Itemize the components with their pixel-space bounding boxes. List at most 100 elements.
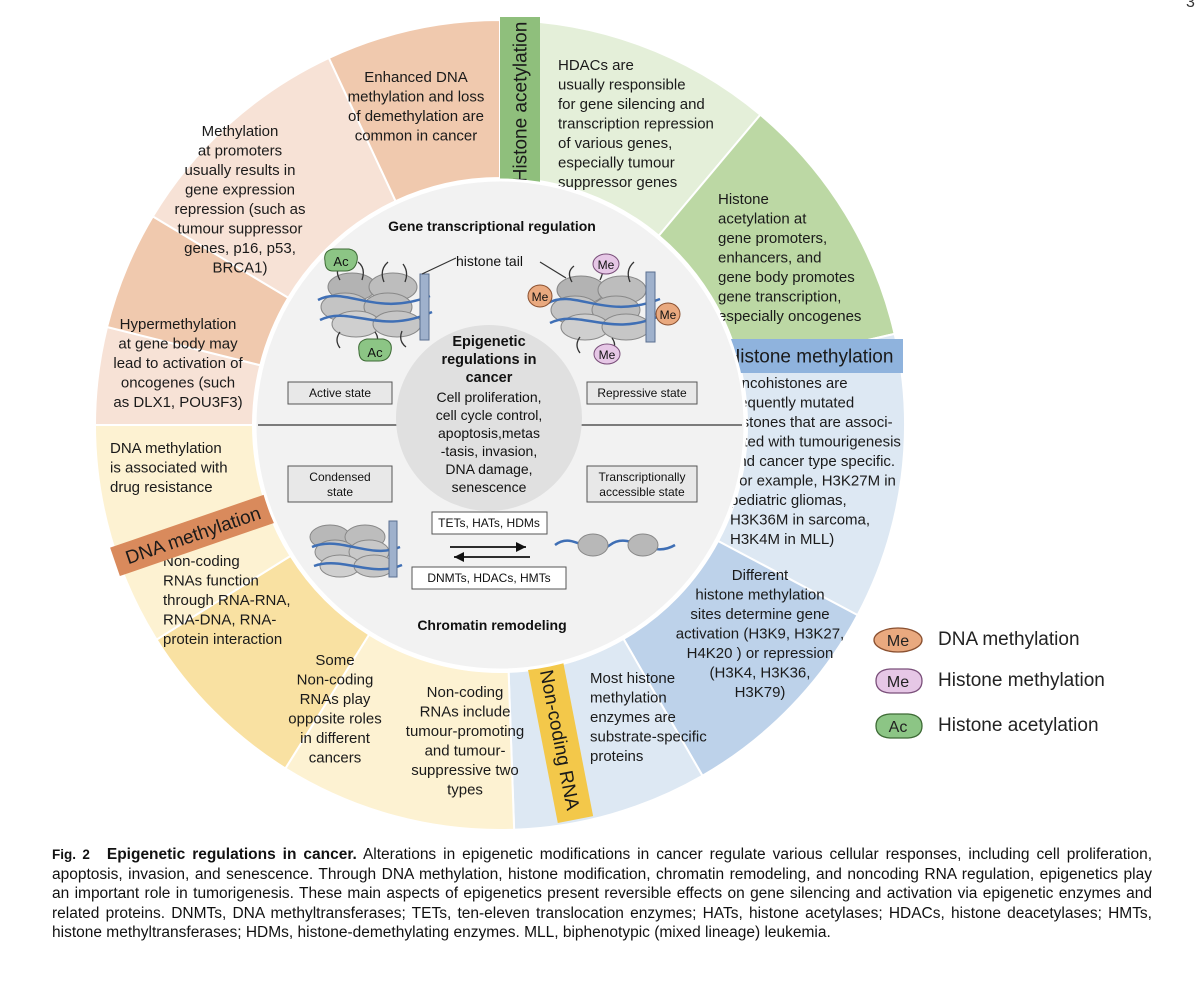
segment-text-line: (H3K4, H3K36, xyxy=(710,665,811,682)
segment-text-line: acetylation at xyxy=(718,211,807,228)
condensed-state-label: Condensed xyxy=(309,470,370,484)
page-number: 3 xyxy=(1186,0,1195,11)
repressive-nucleosome-illustration xyxy=(539,261,663,355)
segment-text-line: enzymes are xyxy=(590,709,676,726)
svg-text:Me: Me xyxy=(887,633,909,650)
segment-text-line: tumour-promoting xyxy=(406,723,524,740)
center-title: Epigenetic regulations in cancer xyxy=(441,334,536,386)
accessible-state-label: accessible state xyxy=(599,485,685,499)
accessible-state-box: Transcriptionally accessible state xyxy=(586,465,698,503)
svg-text:Ac: Ac xyxy=(889,719,908,736)
segment-text-line: enhancers, and xyxy=(718,250,821,267)
segment-text-line: RNAs function xyxy=(163,573,259,590)
segment-text-line: Non-coding xyxy=(297,672,374,689)
segment-text-line: Most histone xyxy=(590,670,675,687)
segment-text-line: pediatric gliomas, xyxy=(730,492,847,509)
segment-text-line: methylation and loss xyxy=(348,89,485,106)
segment-text-line: in different xyxy=(300,730,371,747)
me-mark-label: Me xyxy=(599,348,616,362)
segment-text-line: RNAs include xyxy=(420,704,511,721)
segment-text-line: RNA-DNA, RNA- xyxy=(163,612,276,629)
repressive-state-label: Repressive state xyxy=(597,386,687,400)
segment-text-line: as DLX1, POU3F3) xyxy=(113,394,242,411)
segment-text-line: Methylation xyxy=(202,123,279,140)
legend-label: Histone methylation xyxy=(938,670,1105,691)
histone-methylation-band-label: Histone methylation xyxy=(727,347,894,368)
me-dna-mark-left: Me xyxy=(527,284,553,308)
top-title: Gene transcriptional regulation xyxy=(388,218,596,234)
me-dna-icon: Me xyxy=(873,627,923,653)
figure-caption: Fig. 2 Epigenetic regulations in cancer.… xyxy=(52,845,1152,943)
segment-text-line: gene transcription, xyxy=(718,289,841,306)
noncoding-rna-band: Non-coding RNA xyxy=(526,657,594,823)
center-title-line: cancer xyxy=(466,370,513,386)
histone-acetylation-band: Histone acetylation xyxy=(500,17,540,187)
bottom-title: Chromatin remodeling xyxy=(417,617,566,633)
segment-text-line: lead to activation of xyxy=(113,355,243,372)
histone-acetylation-band-label: Histone acetylation xyxy=(511,22,532,183)
condensed-state-label: state xyxy=(327,485,353,499)
forward-enzymes-label: TETs, HATs, HDMs xyxy=(438,516,540,530)
segment-text-line: usually results in xyxy=(185,162,296,179)
me-histone-icon: Me xyxy=(875,668,923,694)
center-body-line: Cell proliferation, xyxy=(436,389,541,405)
segment-text-line: H4K20 ) or repression xyxy=(687,645,834,662)
legend-item-histone-methylation: Me Histone methylation xyxy=(872,666,1105,696)
segment-text-line: sites determine gene xyxy=(690,606,829,623)
segment-text-line: gene expression xyxy=(185,182,295,199)
center-body-line: senescence xyxy=(452,479,527,495)
segment-text-line: oncogenes (such xyxy=(121,375,235,392)
active-state-box: Active state xyxy=(287,381,393,405)
active-nucleosome-illustration xyxy=(317,257,457,349)
center-title-line: regulations in xyxy=(441,352,536,368)
segment-text-line: Hypermethylation xyxy=(120,316,237,333)
segment-text-line: of various genes, xyxy=(558,135,672,152)
segment-text-line: gene promoters, xyxy=(718,230,827,247)
accessible-state-label: Transcriptionally xyxy=(599,470,686,484)
segment-text-line: frequently mutated xyxy=(730,395,854,412)
segment-text-line: drug resistance xyxy=(110,479,213,496)
active-state-label: Active state xyxy=(309,386,371,400)
me-mark-label: Me xyxy=(598,258,615,272)
segment-text-line: -ated with tumourigenesis xyxy=(730,434,901,451)
center-circle xyxy=(396,325,582,511)
segment-text-line: gene body promotes xyxy=(718,269,855,286)
center-body-line: cell cycle control, xyxy=(436,407,543,423)
center-body-line: DNA damage, xyxy=(445,461,532,477)
legend: Me DNA methylation Me Histone methylatio… xyxy=(872,620,1172,750)
segment-text-line: H3K36M in sarcoma, xyxy=(730,512,870,529)
segment-text-line: through RNA-RNA, xyxy=(163,592,291,609)
segment-text-line: especially tumour xyxy=(558,155,675,172)
center-body-line: -tasis, invasion, xyxy=(441,443,537,459)
segment-text-line: protein interaction xyxy=(163,631,282,648)
center-title-line: Epigenetic xyxy=(452,334,525,350)
reversible-arrows xyxy=(450,542,530,562)
caption-title: Epigenetic regulations in cancer. xyxy=(106,846,357,863)
legend-item-dna-methylation: Me DNA methylation xyxy=(872,625,1080,655)
segment-text-line: Oncohistones are xyxy=(730,375,848,392)
segment-text-line: (for example, H3K27M in xyxy=(730,473,896,490)
center-body: Cell proliferation, cell cycle control, … xyxy=(436,389,543,495)
segment-text-line: at gene body may xyxy=(118,336,238,353)
accessible-chromatin-illustration xyxy=(554,533,676,557)
caption-fig-number: Fig. 2 xyxy=(52,847,90,862)
segment-text-line: of demethylation are xyxy=(348,108,484,125)
segment-text-line: DNA methylation xyxy=(110,440,222,457)
segment-text-line: and tumour- xyxy=(425,743,506,760)
segment-text-line: transcription repression xyxy=(558,116,714,133)
segment-text-line: is associated with xyxy=(110,460,228,477)
segment-text-line: HDACs are xyxy=(558,57,634,74)
me-mark-label: Me xyxy=(532,290,549,304)
reverse-enzymes-label: DNMTs, HDACs, HMTs xyxy=(427,571,550,585)
condensed-state-box: Condensed state xyxy=(287,465,393,503)
segment-text-line: suppressor genes xyxy=(558,174,677,191)
ac-mark-label: Ac xyxy=(367,345,383,360)
ac-mark-bottom: Ac xyxy=(358,338,392,362)
segment-text-line: for gene silencing and xyxy=(558,96,705,113)
